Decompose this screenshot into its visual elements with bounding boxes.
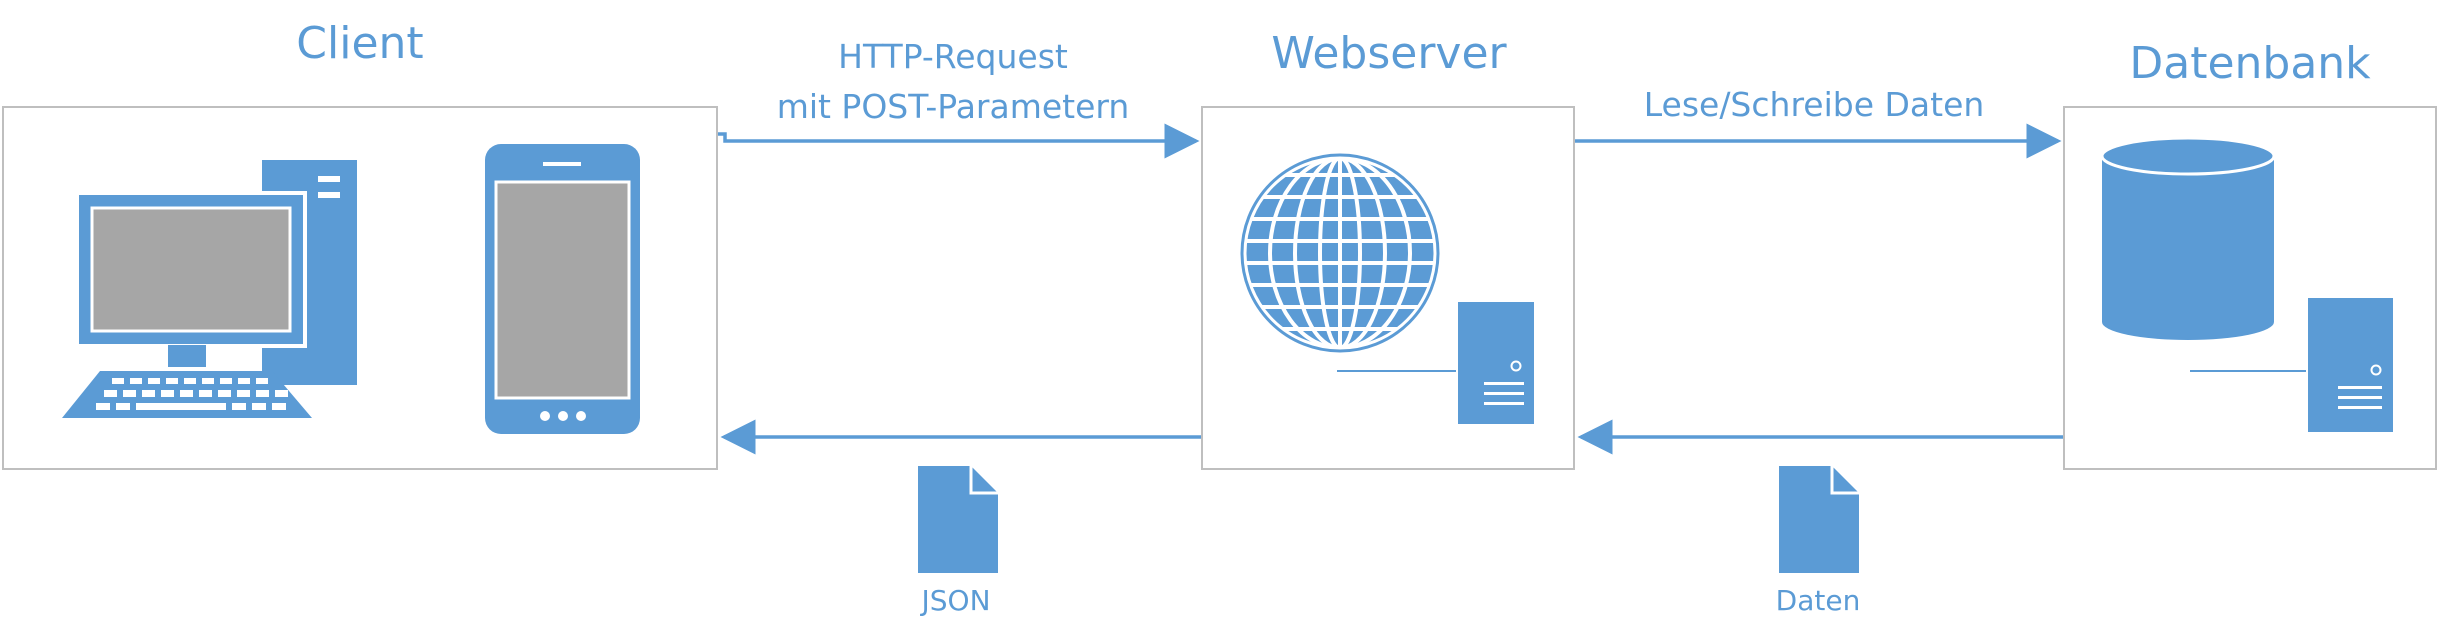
smartphone-icon — [485, 144, 640, 434]
request-arrow — [718, 123, 1200, 159]
client-title: Client — [296, 18, 424, 69]
request-label: HTTP-Request mit POST-Parametern — [777, 32, 1130, 132]
db-access-label: Lese/Schreibe Daten — [1643, 85, 1985, 124]
daten-document-icon — [1779, 466, 1859, 573]
request-label-line2: mit POST-Parametern — [776, 87, 1130, 126]
server-icon — [1337, 302, 1534, 424]
webserver-title: Webserver — [1271, 28, 1507, 79]
request-label-line1: HTTP-Request — [838, 37, 1068, 76]
globe-icon — [1240, 153, 1440, 353]
database-title: Datenbank — [2129, 38, 2371, 89]
daten-doc-label: Daten — [1775, 584, 1861, 617]
database-server-icon — [2190, 298, 2393, 432]
desktop-computer-icon — [62, 160, 357, 418]
database-icon — [2100, 136, 2276, 340]
json-doc-label: JSON — [921, 584, 991, 617]
json-document-icon — [918, 466, 998, 573]
